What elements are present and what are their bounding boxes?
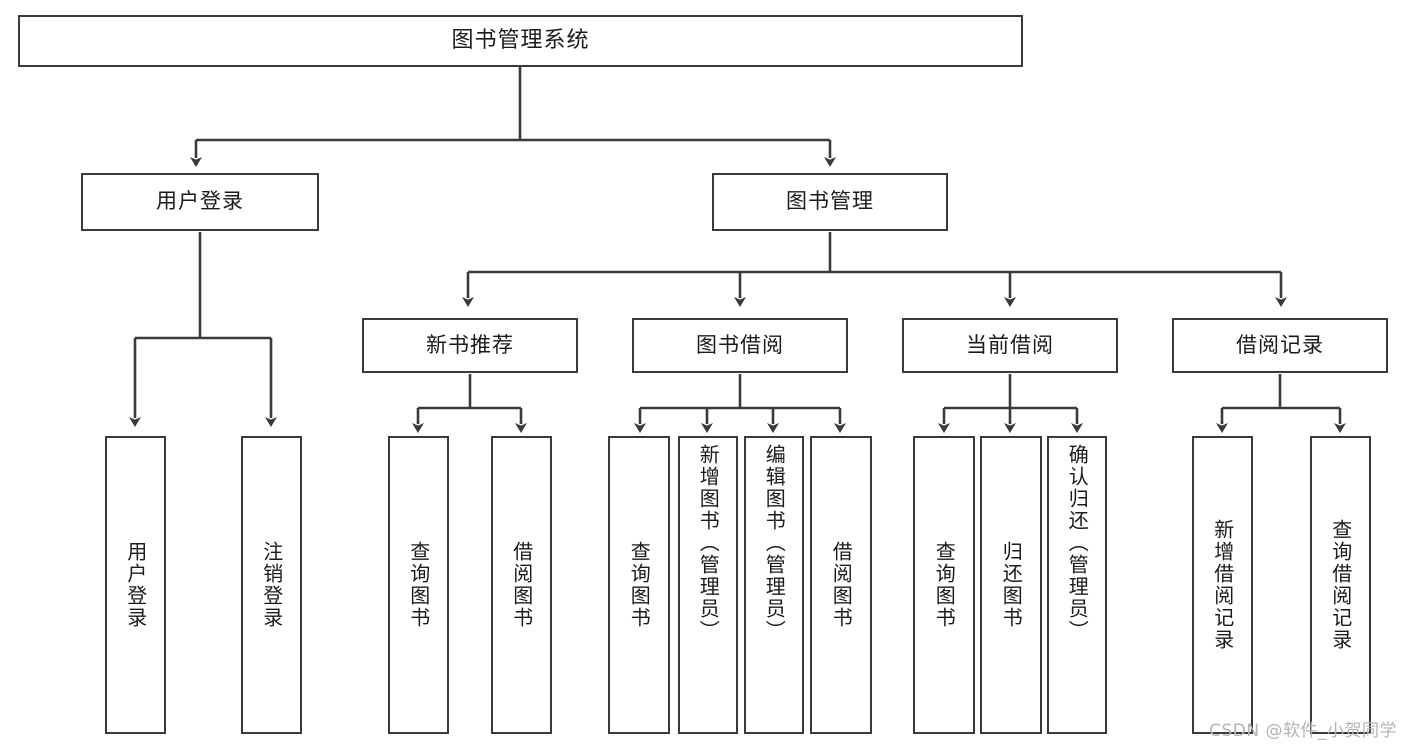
node-label: 图书管理: [786, 189, 874, 214]
node-label: 当前借阅: [966, 332, 1054, 357]
node-label: 新增图书（管理员）: [696, 444, 721, 642]
node-user-login[interactable]: 用户登录: [81, 173, 319, 231]
leaf-query-book-current[interactable]: 查询图书: [913, 436, 975, 734]
leaf-borrow-book-borrow[interactable]: 借阅图书: [810, 436, 872, 734]
node-label: 用户登录: [156, 189, 244, 214]
node-current-borrow[interactable]: 当前借阅: [902, 318, 1118, 373]
leaf-query-book-recommend[interactable]: 查询图书: [388, 436, 449, 734]
leaf-add-book-admin[interactable]: 新增图书（管理员）: [678, 436, 738, 734]
node-label: 查询图书: [932, 541, 957, 629]
node-label: 新书推荐: [426, 332, 514, 357]
node-label: 查询借阅记录: [1328, 519, 1353, 651]
node-label: 借阅记录: [1236, 332, 1324, 357]
leaf-edit-book-admin[interactable]: 编辑图书（管理员）: [744, 436, 804, 734]
node-new-book-recommend[interactable]: 新书推荐: [362, 318, 578, 373]
leaf-borrow-book-recommend[interactable]: 借阅图书: [491, 436, 552, 734]
node-book-borrow[interactable]: 图书借阅: [632, 318, 848, 373]
leaf-query-book-borrow[interactable]: 查询图书: [608, 436, 670, 734]
node-borrow-record[interactable]: 借阅记录: [1172, 318, 1388, 373]
node-label: 用户登录: [123, 541, 148, 629]
node-label: 注销登录: [259, 541, 284, 629]
node-label: 编辑图书（管理员）: [762, 444, 787, 642]
leaf-confirm-return-admin[interactable]: 确认归还（管理员）: [1047, 436, 1107, 734]
node-label: 查询图书: [406, 541, 431, 629]
watermark-text: CSDN @软件_小贺同学: [1209, 721, 1397, 741]
node-label: 借阅图书: [509, 541, 534, 629]
leaf-query-borrow-record[interactable]: 查询借阅记录: [1310, 436, 1371, 734]
node-label: 新增借阅记录: [1210, 519, 1235, 651]
node-label: 查询图书: [627, 541, 652, 629]
leaf-user-login[interactable]: 用户登录: [105, 436, 166, 734]
node-label: 确认归还（管理员）: [1065, 444, 1090, 642]
leaf-logout[interactable]: 注销登录: [241, 436, 302, 734]
node-label: 图书管理系统: [451, 27, 590, 53]
node-label: 借阅图书: [829, 541, 854, 629]
leaf-add-borrow-record[interactable]: 新增借阅记录: [1192, 436, 1253, 734]
node-book-management[interactable]: 图书管理: [712, 173, 948, 231]
node-root-book-management-system[interactable]: 图书管理系统: [18, 15, 1023, 67]
leaf-return-book[interactable]: 归还图书: [980, 436, 1042, 734]
node-label: 归还图书: [999, 541, 1024, 629]
node-label: 图书借阅: [696, 332, 784, 357]
